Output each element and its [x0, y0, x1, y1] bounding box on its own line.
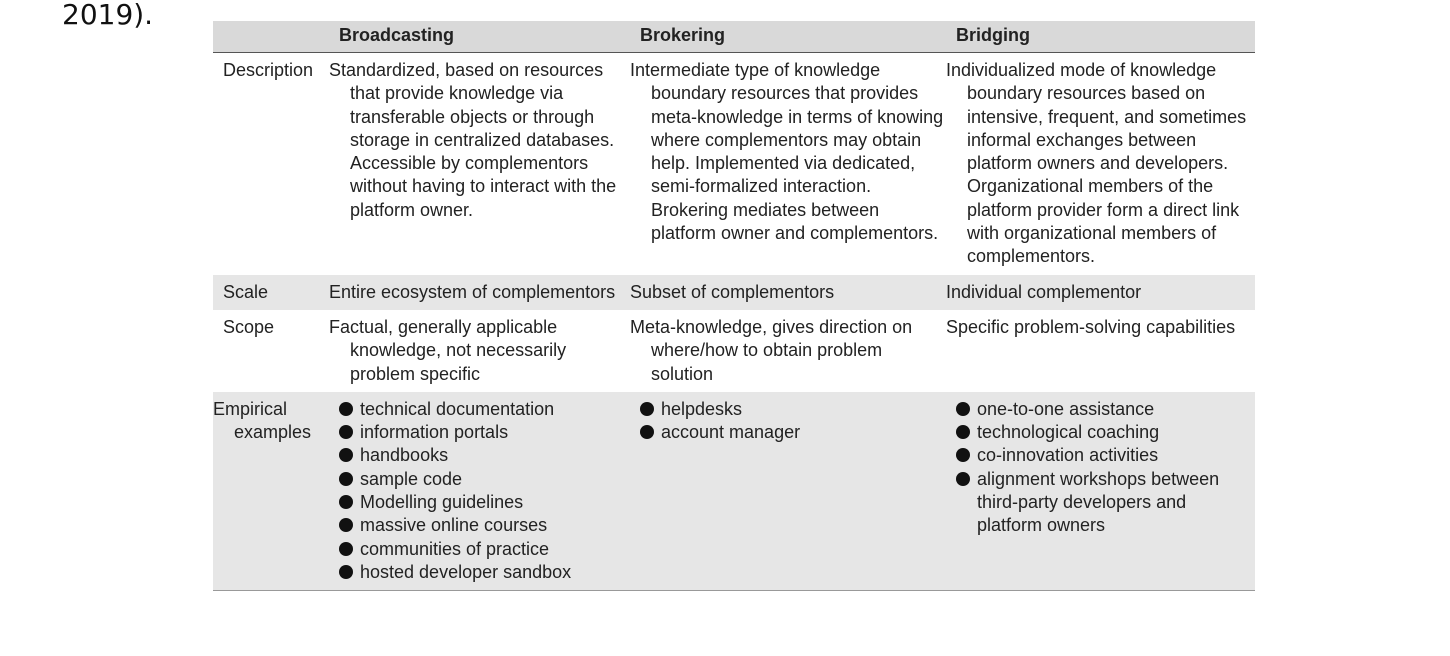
list-item-text: handbooks	[360, 445, 449, 466]
cell-scale-brokering: Subset of complementors	[630, 281, 835, 302]
bullet-icon	[956, 401, 970, 416]
cell-scope-broadcasting: Factual, generally applicable knowledge,…	[329, 316, 567, 384]
bullet-icon	[640, 425, 654, 440]
header-brokering: Brokering	[640, 24, 726, 45]
list-item-text: massive online courses	[360, 515, 548, 536]
cell-scale-bridging: Individual complementor	[946, 281, 1142, 302]
list-item: hosted developer sandbox	[339, 561, 630, 584]
list-item: one-to-one assistance	[956, 398, 1255, 421]
table-row-description: Description Standardized, based on resou…	[213, 53, 1255, 275]
list-item-text: helpdesks	[661, 398, 743, 419]
bullet-icon	[339, 401, 353, 416]
list-item: technical documentation	[339, 398, 630, 421]
list-item: technological coaching	[956, 421, 1255, 444]
bullet-icon	[339, 518, 353, 533]
list-item-text: communities of practice	[360, 538, 550, 559]
list-item: alignment workshops between third-party …	[956, 468, 1255, 538]
list-item-text: hosted developer sandbox	[360, 561, 572, 582]
bullet-icon	[339, 448, 353, 463]
header-broadcasting: Broadcasting	[339, 24, 455, 45]
list-item-text: sample code	[360, 468, 463, 489]
cell-examples-broadcasting: technical documentation information porta…	[329, 392, 630, 591]
list-item-text: account manager	[661, 422, 801, 443]
cell-examples-bridging: one-to-one assistance technological coach…	[946, 392, 1255, 591]
examples-list-broadcasting: technical documentation information porta…	[339, 398, 630, 584]
table-row-empirical-examples: Empirical examples technical documentati…	[213, 391, 1255, 591]
list-item-text: technological coaching	[977, 422, 1160, 443]
cell-description-broadcasting: Standardized, based on resources that pr…	[329, 60, 617, 220]
bullet-icon	[339, 425, 353, 440]
list-item: account manager	[640, 421, 946, 444]
cell-scope-bridging: Specific problem-solving capabilities	[946, 316, 1236, 337]
examples-list-brokering: helpdesks account manager	[640, 398, 946, 445]
list-item: information portals	[339, 421, 630, 444]
list-item-text: co-innovation activities	[977, 445, 1159, 466]
list-item: Modelling guidelines	[339, 491, 630, 514]
list-item: communities of practice	[339, 538, 630, 561]
bullet-icon	[640, 401, 654, 416]
list-item-text: information portals	[360, 422, 509, 443]
bullet-icon	[339, 564, 353, 579]
knowledge-boundary-resources-table: Broadcasting Brokering Bridging Descript…	[213, 21, 1255, 591]
list-item-text: technical documentation	[360, 398, 555, 419]
header-bridging: Bridging	[956, 24, 1030, 45]
bullet-icon	[339, 495, 353, 510]
bullet-icon	[339, 541, 353, 556]
list-item-text: one-to-one assistance	[977, 398, 1155, 419]
table-header-row: Broadcasting Brokering Bridging	[213, 21, 1255, 53]
cell-examples-brokering: helpdesks account manager	[630, 392, 946, 591]
cell-description-bridging: Individualized mode of knowledge boundar…	[946, 60, 1247, 267]
list-item: handbooks	[339, 444, 630, 467]
table-row-scope: Scope Factual, generally applicable know…	[213, 310, 1255, 392]
examples-list-bridging: one-to-one assistance technological coach…	[956, 398, 1255, 538]
list-item: co-innovation activities	[956, 444, 1255, 467]
row-label-description: Description	[223, 60, 314, 80]
bullet-icon	[956, 425, 970, 440]
row-label-scope: Scope	[223, 316, 275, 337]
cell-scale-broadcasting: Entire ecosystem of complementors	[329, 281, 616, 302]
cell-scope-brokering: Meta-knowledge, gives direction on where…	[630, 316, 913, 384]
header-cell-empty	[213, 21, 329, 53]
bullet-icon	[956, 471, 970, 486]
list-item: massive online courses	[339, 514, 630, 537]
row-label-empirical-examples: Empirical examples	[213, 398, 312, 443]
bullet-icon	[956, 448, 970, 463]
leading-text-fragment: 2019).	[62, 0, 154, 31]
list-item-text: Modelling guidelines	[360, 492, 524, 513]
list-item: sample code	[339, 468, 630, 491]
table-row-scale: Scale Entire ecosystem of complementors …	[213, 274, 1255, 310]
list-item: helpdesks	[640, 398, 946, 421]
row-label-scale: Scale	[223, 281, 269, 302]
cell-description-brokering: Intermediate type of knowledge boundary …	[630, 60, 944, 244]
list-item-text: alignment workshops between third-party …	[977, 468, 1220, 536]
comparison-table: Broadcasting Brokering Bridging Descript…	[213, 21, 1255, 591]
bullet-icon	[339, 471, 353, 486]
